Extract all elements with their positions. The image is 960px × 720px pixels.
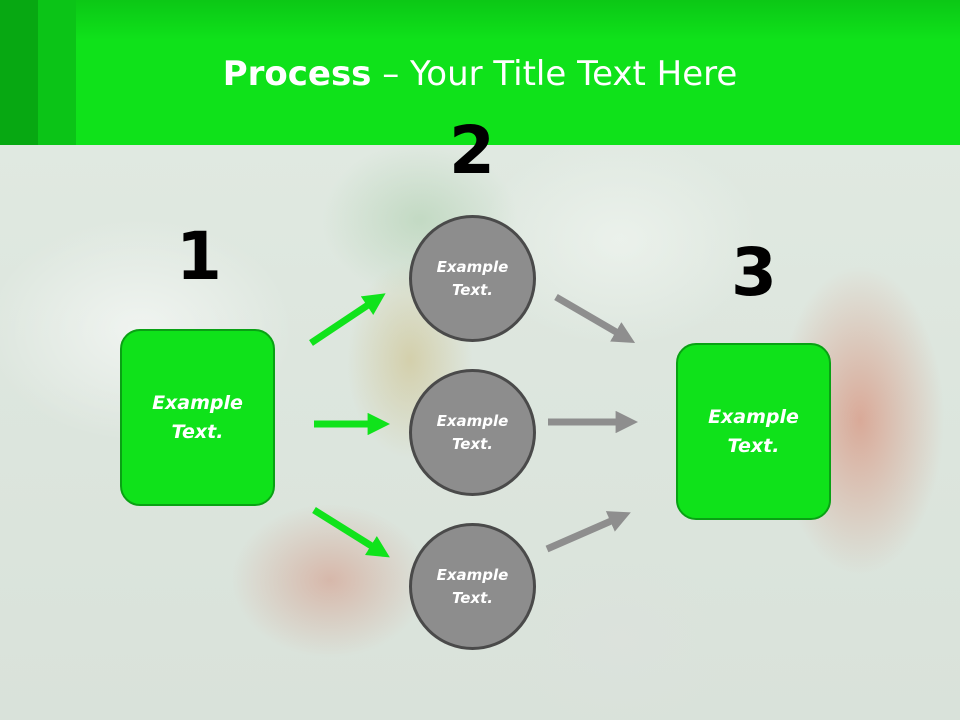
- step-number-2: 2: [449, 112, 495, 189]
- slide-title-bold: Process: [222, 54, 372, 94]
- title-bar-shade: [76, 0, 960, 40]
- arrow-2-bottom-to-3: [545, 511, 631, 553]
- title-bar-accent-strip: [38, 0, 76, 145]
- title-bar-accent-strip: [0, 0, 38, 145]
- step-1-box[interactable]: Example Text.: [120, 329, 275, 506]
- step-2-circle-top[interactable]: Example Text.: [409, 215, 536, 342]
- slide-title: Process – Your Title Text Here: [0, 52, 960, 96]
- step-1-label: Example Text.: [152, 391, 243, 443]
- step-2-circle-middle[interactable]: Example Text.: [409, 369, 536, 496]
- step-3-label: Example Text.: [708, 405, 799, 457]
- arrow-1-to-2-bottom: [312, 507, 390, 558]
- step-2-circle-bottom[interactable]: Example Text.: [409, 523, 536, 650]
- arrow-2-top-to-3: [554, 293, 636, 344]
- step-2-circle-label: Example Text.: [436, 565, 509, 607]
- step-2-circle-label: Example Text.: [436, 257, 509, 299]
- step-number-3: 3: [731, 234, 777, 311]
- arrow-1-to-2-top: [309, 293, 386, 346]
- step-2-circle-label: Example Text.: [436, 411, 509, 453]
- slide-title-rest: – Your Title Text Here: [371, 54, 738, 94]
- step-number-1: 1: [176, 218, 222, 295]
- step-3-box[interactable]: Example Text.: [676, 343, 831, 520]
- title-bar: Process – Your Title Text Here: [0, 0, 960, 145]
